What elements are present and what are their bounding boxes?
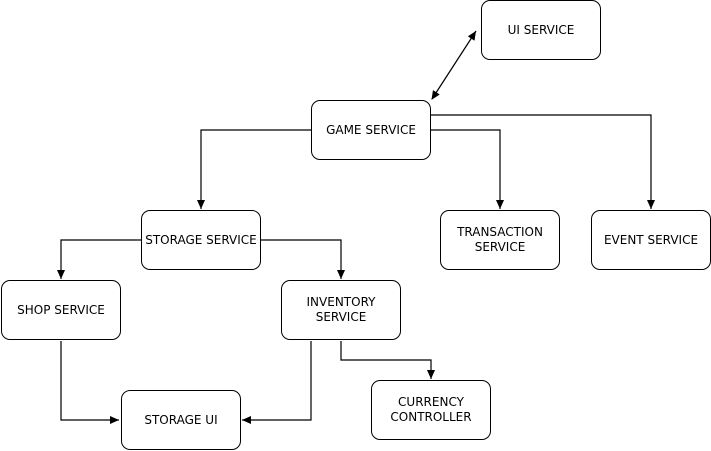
node-label: SHOP SERVICE	[17, 302, 105, 317]
node-label: CURRENCY CONTROLLER	[390, 395, 472, 424]
node-label: EVENT SERVICE	[603, 232, 699, 247]
node-label: STORAGE UI	[144, 412, 218, 427]
edge-inventory-currency	[340, 341, 435, 379]
edge-game-ui	[431, 30, 477, 100]
edge-game-transaction	[431, 129, 504, 209]
node-label: STORAGE SERVICE	[145, 232, 257, 247]
edge-storage-shop	[57, 239, 141, 279]
node-storage-ui: STORAGE UI	[121, 390, 241, 450]
node-event-service: EVENT SERVICE	[591, 210, 711, 270]
edge-shop-storage-ui	[60, 341, 119, 424]
node-currency-controller: CURRENCY CONTROLLER	[371, 380, 491, 440]
node-label: INVENTORY SERVICE	[306, 295, 376, 324]
node-transaction-service: TRANSACTION SERVICE	[440, 210, 560, 270]
node-storage-service: STORAGE SERVICE	[141, 210, 261, 270]
edge-game-event	[431, 114, 655, 209]
node-ui-service: UI SERVICE	[481, 0, 601, 60]
node-label: GAME SERVICE	[326, 122, 416, 137]
edge-game-storage	[197, 129, 311, 209]
edge-inventory-storage-ui	[242, 341, 312, 424]
edge-storage-inventory	[261, 239, 345, 279]
node-label: UI SERVICE	[507, 22, 575, 37]
node-game-service: GAME SERVICE	[311, 100, 431, 160]
node-label: TRANSACTION SERVICE	[457, 225, 543, 254]
node-shop-service: SHOP SERVICE	[1, 280, 121, 340]
node-inventory-service: INVENTORY SERVICE	[281, 280, 401, 340]
